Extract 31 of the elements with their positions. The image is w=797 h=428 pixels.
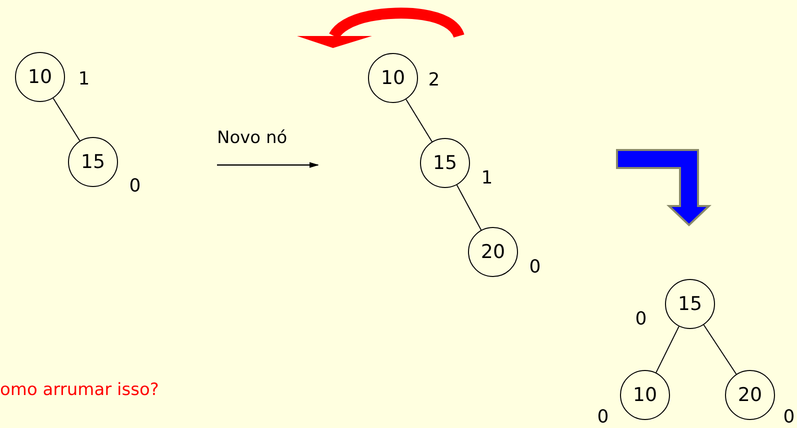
node-key: 20 [738, 384, 762, 406]
balance-factor: 0 [597, 406, 609, 428]
node-key: 15 [678, 293, 702, 315]
balance-factor: 1 [78, 68, 90, 90]
tree-edge [406, 98, 432, 142]
arrow-label: Novo nó [217, 128, 288, 148]
question-text: omo arrumar isso? [0, 380, 159, 400]
balance-factor: 1 [481, 168, 493, 188]
node-key: 10 [380, 67, 406, 89]
tree-edge [456, 184, 482, 230]
tree-node-circle [68, 137, 118, 187]
balance-factor: 0 [129, 176, 141, 196]
node-key: 10 [28, 66, 52, 88]
tree-node-circle [420, 138, 470, 188]
node-key: 20 [480, 241, 506, 263]
node-key: 15 [432, 152, 458, 174]
balance-factor: 2 [428, 70, 440, 90]
node-key: 15 [80, 151, 106, 173]
tree-edge [703, 324, 737, 375]
balance-factor: 0 [635, 308, 647, 330]
node-key: 10 [632, 384, 658, 406]
tree-node-circle [665, 279, 715, 329]
tree-node-circle [725, 370, 775, 420]
tree-node-circle [368, 53, 418, 103]
tree-node-circle [15, 52, 65, 102]
balance-factor: 0 [783, 406, 795, 428]
tree-node-circle [620, 370, 670, 420]
tree-edge [656, 326, 680, 374]
balance-factor: 0 [529, 256, 541, 278]
tree-edge [52, 98, 80, 142]
tree-node-circle [468, 227, 518, 277]
